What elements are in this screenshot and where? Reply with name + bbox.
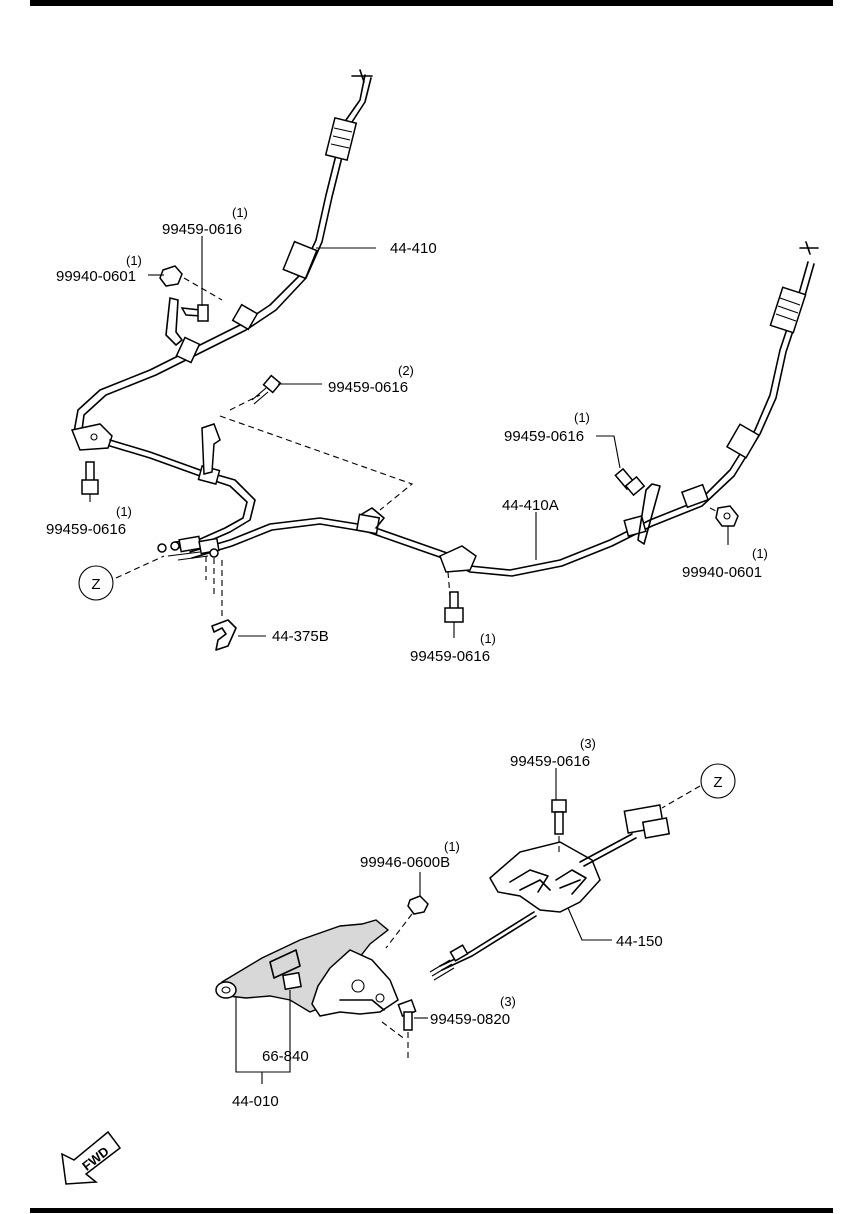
leader-lines-lower bbox=[235, 768, 612, 1084]
cable-44-410-drawing bbox=[70, 69, 373, 549]
qty-bolt-right: (1) bbox=[574, 410, 590, 425]
qty-bolt-left: (1) bbox=[116, 504, 132, 519]
leader-lines-upper bbox=[89, 236, 729, 638]
qty-bolt-middle: (2) bbox=[398, 363, 414, 378]
part-bolt-left: 99459-0616 bbox=[46, 521, 126, 538]
qty-bolt-equalizer: (3) bbox=[580, 736, 596, 751]
z-marker-upper: Z bbox=[78, 565, 114, 601]
part-bolt-top: 99459-0616 bbox=[162, 221, 242, 238]
callout-44-410: 44-410 bbox=[390, 240, 437, 257]
fastener-drawings-upper bbox=[81, 265, 739, 651]
qty-bolt-lever: (3) bbox=[500, 994, 516, 1009]
part-nut-top-left: 99940-0601 bbox=[56, 268, 136, 285]
part-nut-lever: 99946-0600B bbox=[360, 854, 450, 871]
part-bolt-bottom-center: 99459-0616 bbox=[410, 648, 490, 665]
z-guide-lower bbox=[661, 785, 701, 809]
equalizer-drawing bbox=[429, 799, 671, 981]
part-bolt-middle: 99459-0616 bbox=[328, 379, 408, 396]
part-bolt-right: 99459-0616 bbox=[504, 428, 584, 445]
cable-44-410a-drawing bbox=[189, 241, 819, 577]
callout-66-840: 66-840 bbox=[262, 1048, 309, 1065]
callout-44-375b: 44-375B bbox=[272, 628, 329, 645]
qty-nut-top-left: (1) bbox=[126, 253, 142, 268]
center-fittings bbox=[157, 535, 220, 561]
part-nut-right: 99940-0601 bbox=[682, 564, 762, 581]
part-bolt-equalizer: 99459-0616 bbox=[510, 753, 590, 770]
qty-bolt-top: (1) bbox=[232, 205, 248, 220]
callout-44-410a: 44-410A bbox=[502, 497, 559, 514]
bottom-border bbox=[30, 1208, 833, 1213]
top-border bbox=[30, 0, 833, 6]
qty-nut-right: (1) bbox=[752, 546, 768, 561]
lever-drawing bbox=[215, 895, 429, 1058]
z-label-upper: Z bbox=[91, 576, 100, 593]
part-bolt-lever: 99459-0820 bbox=[430, 1011, 510, 1028]
callout-44-010: 44-010 bbox=[232, 1093, 279, 1110]
fwd-arrow-icon: FWD bbox=[61, 1130, 122, 1185]
z-marker-lower: Z bbox=[700, 763, 736, 799]
qty-bolt-bottom-center: (1) bbox=[480, 631, 496, 646]
z-label-lower: Z bbox=[713, 774, 722, 791]
callout-44-150: 44-150 bbox=[616, 933, 663, 950]
qty-nut-lever: (1) bbox=[444, 839, 460, 854]
